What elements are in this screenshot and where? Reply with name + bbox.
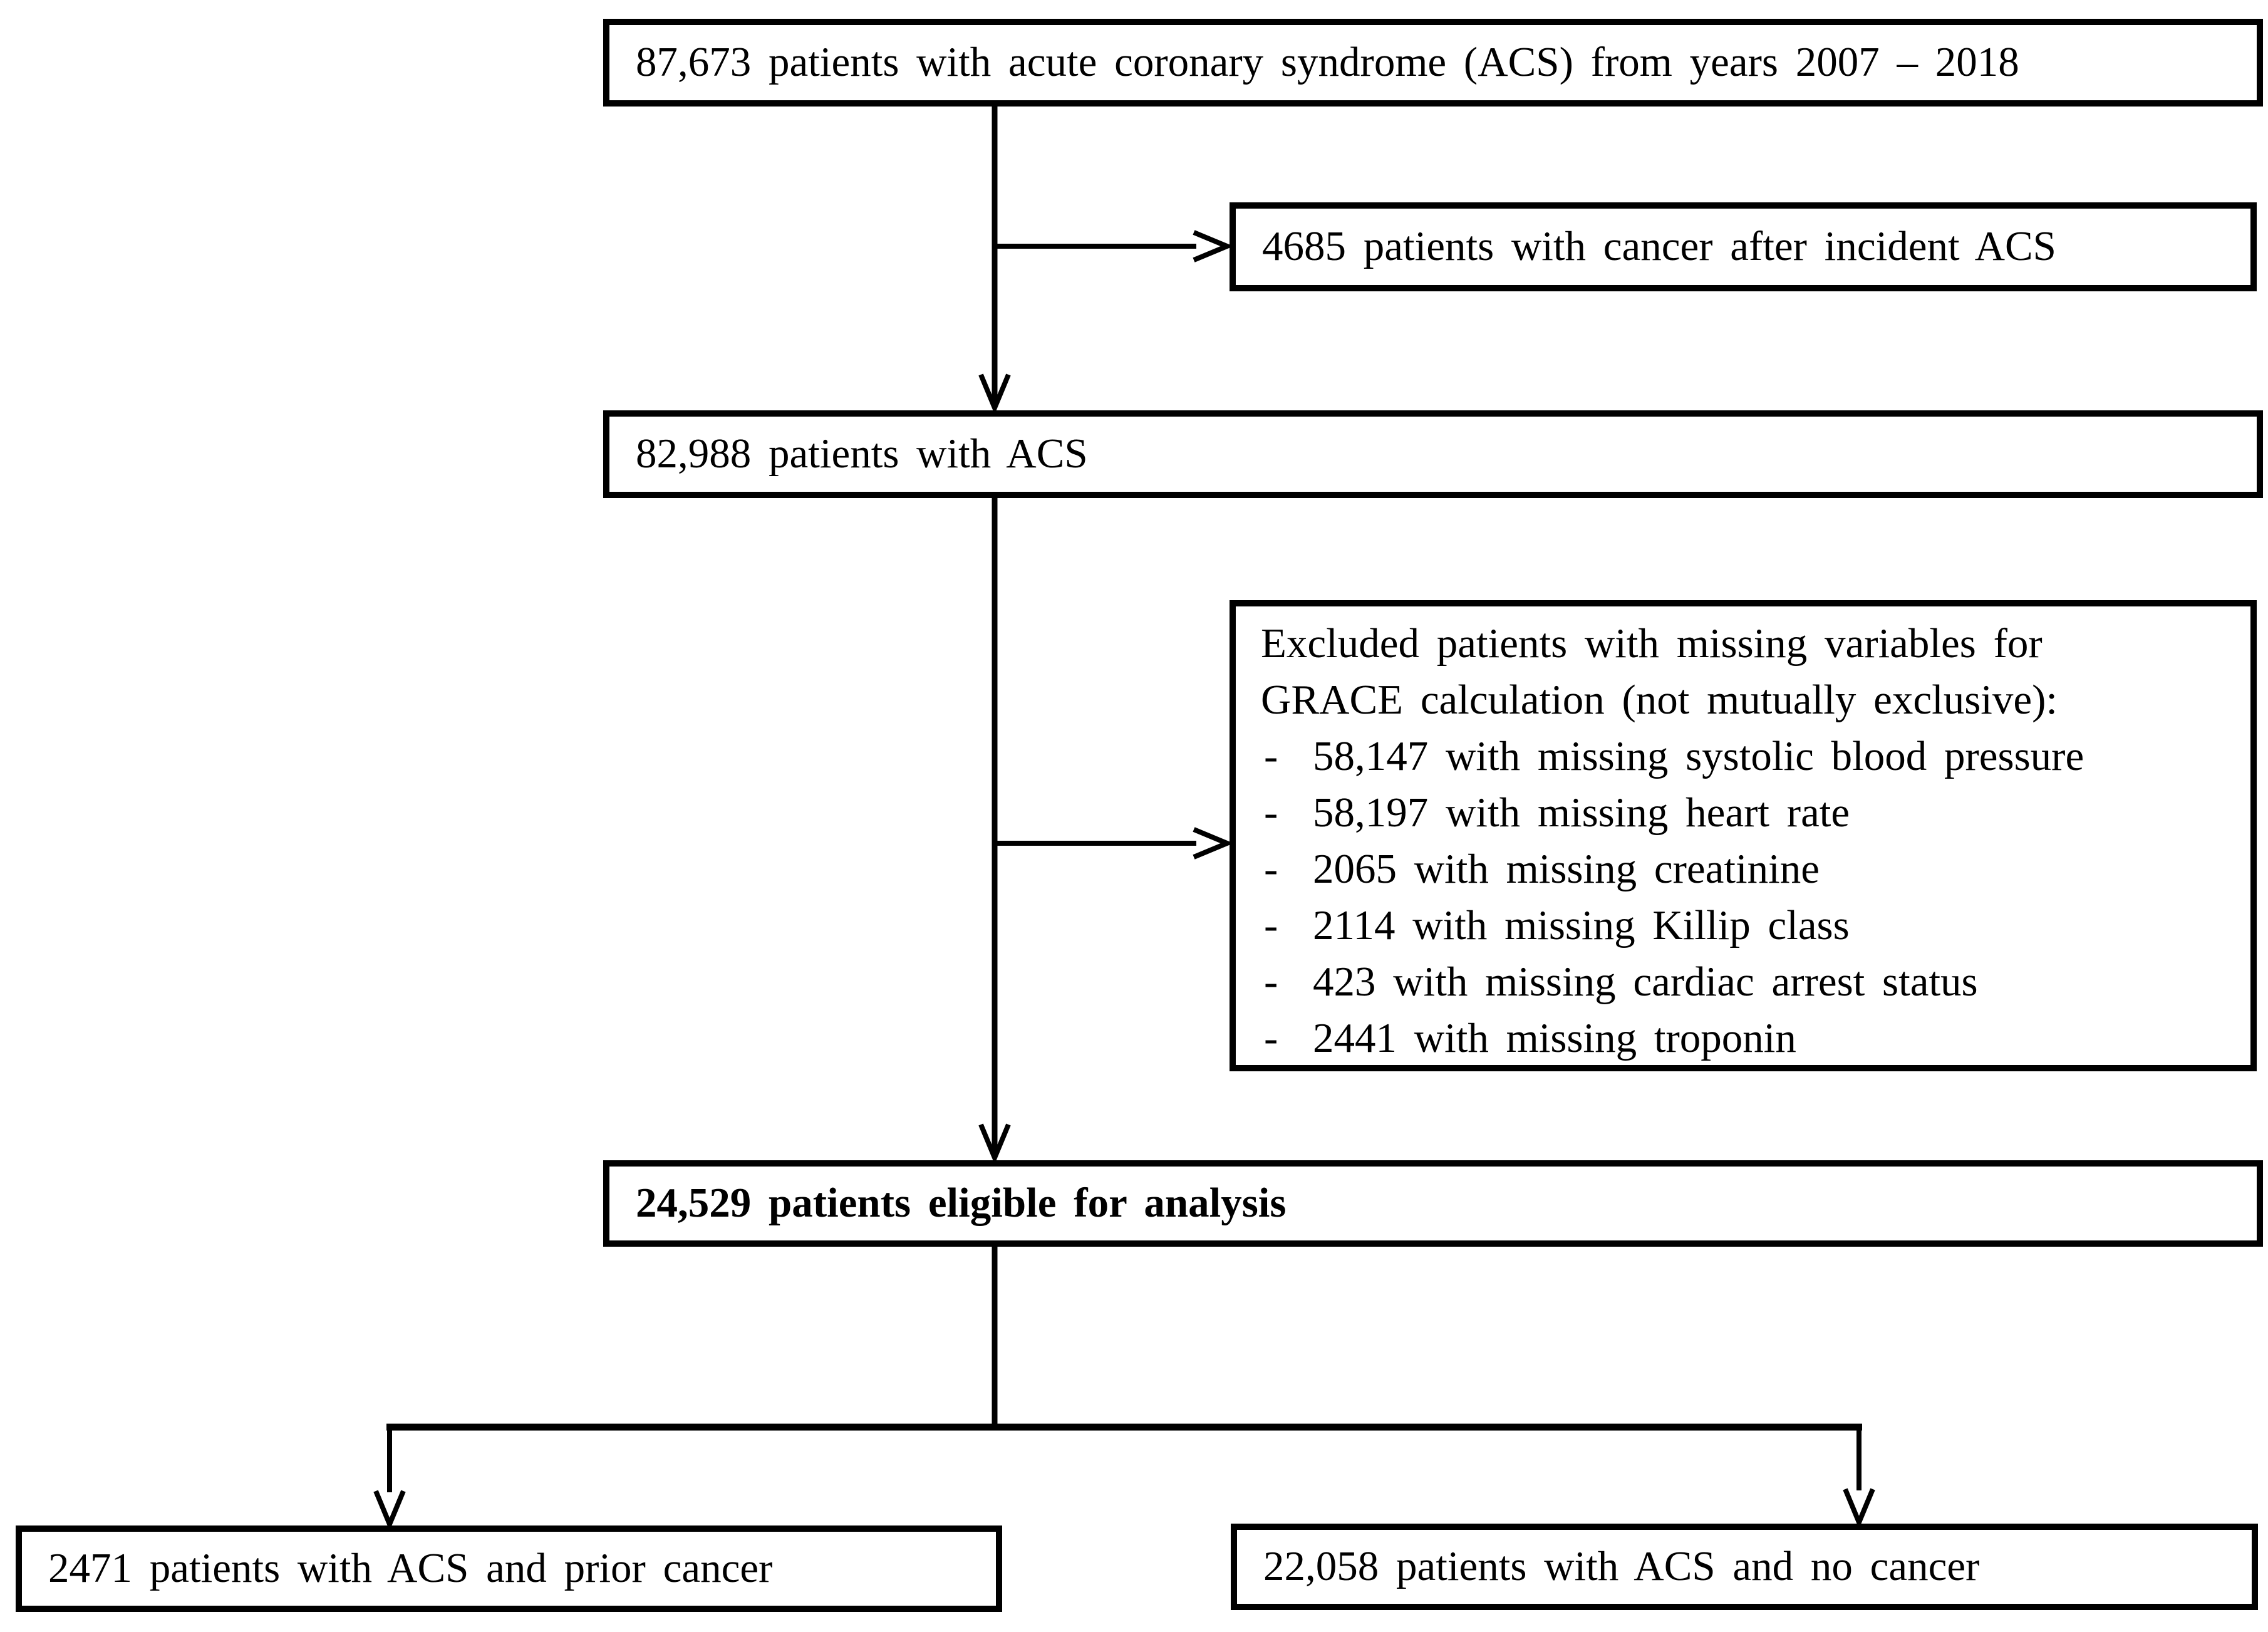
node-acs-no-cancer: 22,058 patients with ACS and no cancer — [1231, 1524, 2258, 1610]
exclusion-item: - 2065 with missing creatinine — [1236, 841, 2250, 897]
bullet-dash: - — [1264, 846, 1278, 892]
bullet-dash: - — [1264, 959, 1278, 1005]
exclusion-item-label: 2114 with missing Killip class — [1313, 902, 1850, 949]
node-acs-prior-cancer: 2471 patients with ACS and prior cancer — [16, 1525, 1002, 1612]
node-acs-prior-cancer-label: 2471 patients with ACS and prior cancer — [48, 1545, 773, 1592]
exclusion-item: - 423 with missing cardiac arrest status — [1236, 954, 2250, 1010]
node-total-acs-patients: 87,673 patients with acute coronary synd… — [603, 19, 2263, 107]
exclusion-item: - 58,147 with missing systolic blood pre… — [1236, 728, 2250, 784]
exclusion-item-label: 58,197 with missing heart rate — [1313, 789, 1850, 836]
exclusion-item-label: 423 with missing cardiac arrest status — [1313, 959, 1978, 1005]
node-eligible-for-analysis: 24,529 patients eligible for analysis — [603, 1160, 2263, 1247]
exclusion-item-label: 2065 with missing creatinine — [1313, 846, 1820, 892]
bullet-dash: - — [1264, 902, 1278, 949]
node-eligible-for-analysis-label: 24,529 patients eligible for analysis — [636, 1180, 1287, 1227]
bullet-dash: - — [1264, 789, 1278, 836]
node-cancer-after-incident-acs-label: 4685 patients with cancer after incident… — [1262, 223, 2056, 270]
node-patients-with-acs: 82,988 patients with ACS — [603, 410, 2263, 498]
exclusion-item: - 2114 with missing Killip class — [1236, 897, 2250, 954]
arrowhead-right-icon — [1193, 827, 1234, 860]
exclusion-item-label: 2441 with missing troponin — [1313, 1015, 1796, 1061]
node-acs-no-cancer-label: 22,058 patients with ACS and no cancer — [1263, 1543, 1980, 1590]
exclusion-item: - 2441 with missing troponin — [1236, 1010, 2250, 1066]
bullet-dash: - — [1264, 1015, 1278, 1061]
exclusion-item-label: 58,147 with missing systolic blood press… — [1313, 733, 2084, 779]
arrowhead-down-icon — [373, 1490, 406, 1531]
arrowhead-down-icon — [1843, 1488, 1875, 1529]
node-cancer-after-incident-acs: 4685 patients with cancer after incident… — [1230, 202, 2257, 291]
excluded-header-line2: GRACE calculation (not mutually exclusiv… — [1261, 677, 2058, 723]
excluded-header-line1: Excluded patients with missing variables… — [1261, 620, 2043, 667]
arrowhead-right-icon — [1193, 230, 1234, 262]
node-excluded-missing-variables: Excluded patients with missing variables… — [1230, 600, 2257, 1071]
node-total-acs-patients-label: 87,673 patients with acute coronary synd… — [636, 39, 2019, 86]
arrowhead-down-icon — [978, 373, 1011, 415]
node-patients-with-acs-label: 82,988 patients with ACS — [636, 430, 1088, 477]
bullet-dash: - — [1264, 733, 1278, 779]
exclusion-item: - 58,197 with missing heart rate — [1236, 784, 2250, 841]
arrowhead-down-icon — [978, 1123, 1011, 1165]
